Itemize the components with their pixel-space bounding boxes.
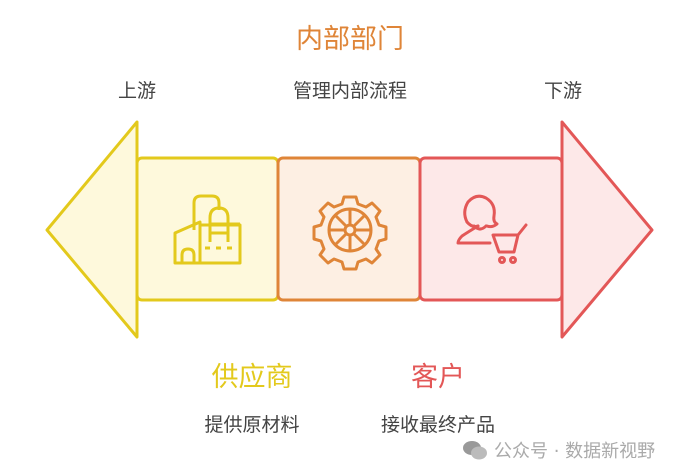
customer-title: 客户 xyxy=(411,362,465,393)
customer-cart-icon xyxy=(456,194,528,264)
watermark-text: 公众号 · 数据新视野 xyxy=(494,441,656,462)
upstream-arrow xyxy=(45,120,139,339)
downstream-label: 下游 xyxy=(543,80,583,102)
upstream-label: 上游 xyxy=(117,80,157,102)
supplier-block xyxy=(135,156,280,302)
downstream-arrow xyxy=(560,120,654,339)
customer-desc: 接收最终产品 xyxy=(380,414,496,436)
supplier-desc: 提供原材料 xyxy=(204,414,300,436)
factory-icon xyxy=(173,194,242,265)
watermark: 公众号 · 数据新视野 xyxy=(462,437,655,463)
internal-desc: 管理内部流程 xyxy=(292,80,408,102)
wechat-icon xyxy=(463,441,487,460)
gear-icon xyxy=(312,195,388,271)
customer-block xyxy=(418,156,564,302)
internal-dept-title: 内部部门 xyxy=(296,24,404,55)
internal-block xyxy=(276,156,422,302)
supplier-title: 供应商 xyxy=(211,362,293,393)
